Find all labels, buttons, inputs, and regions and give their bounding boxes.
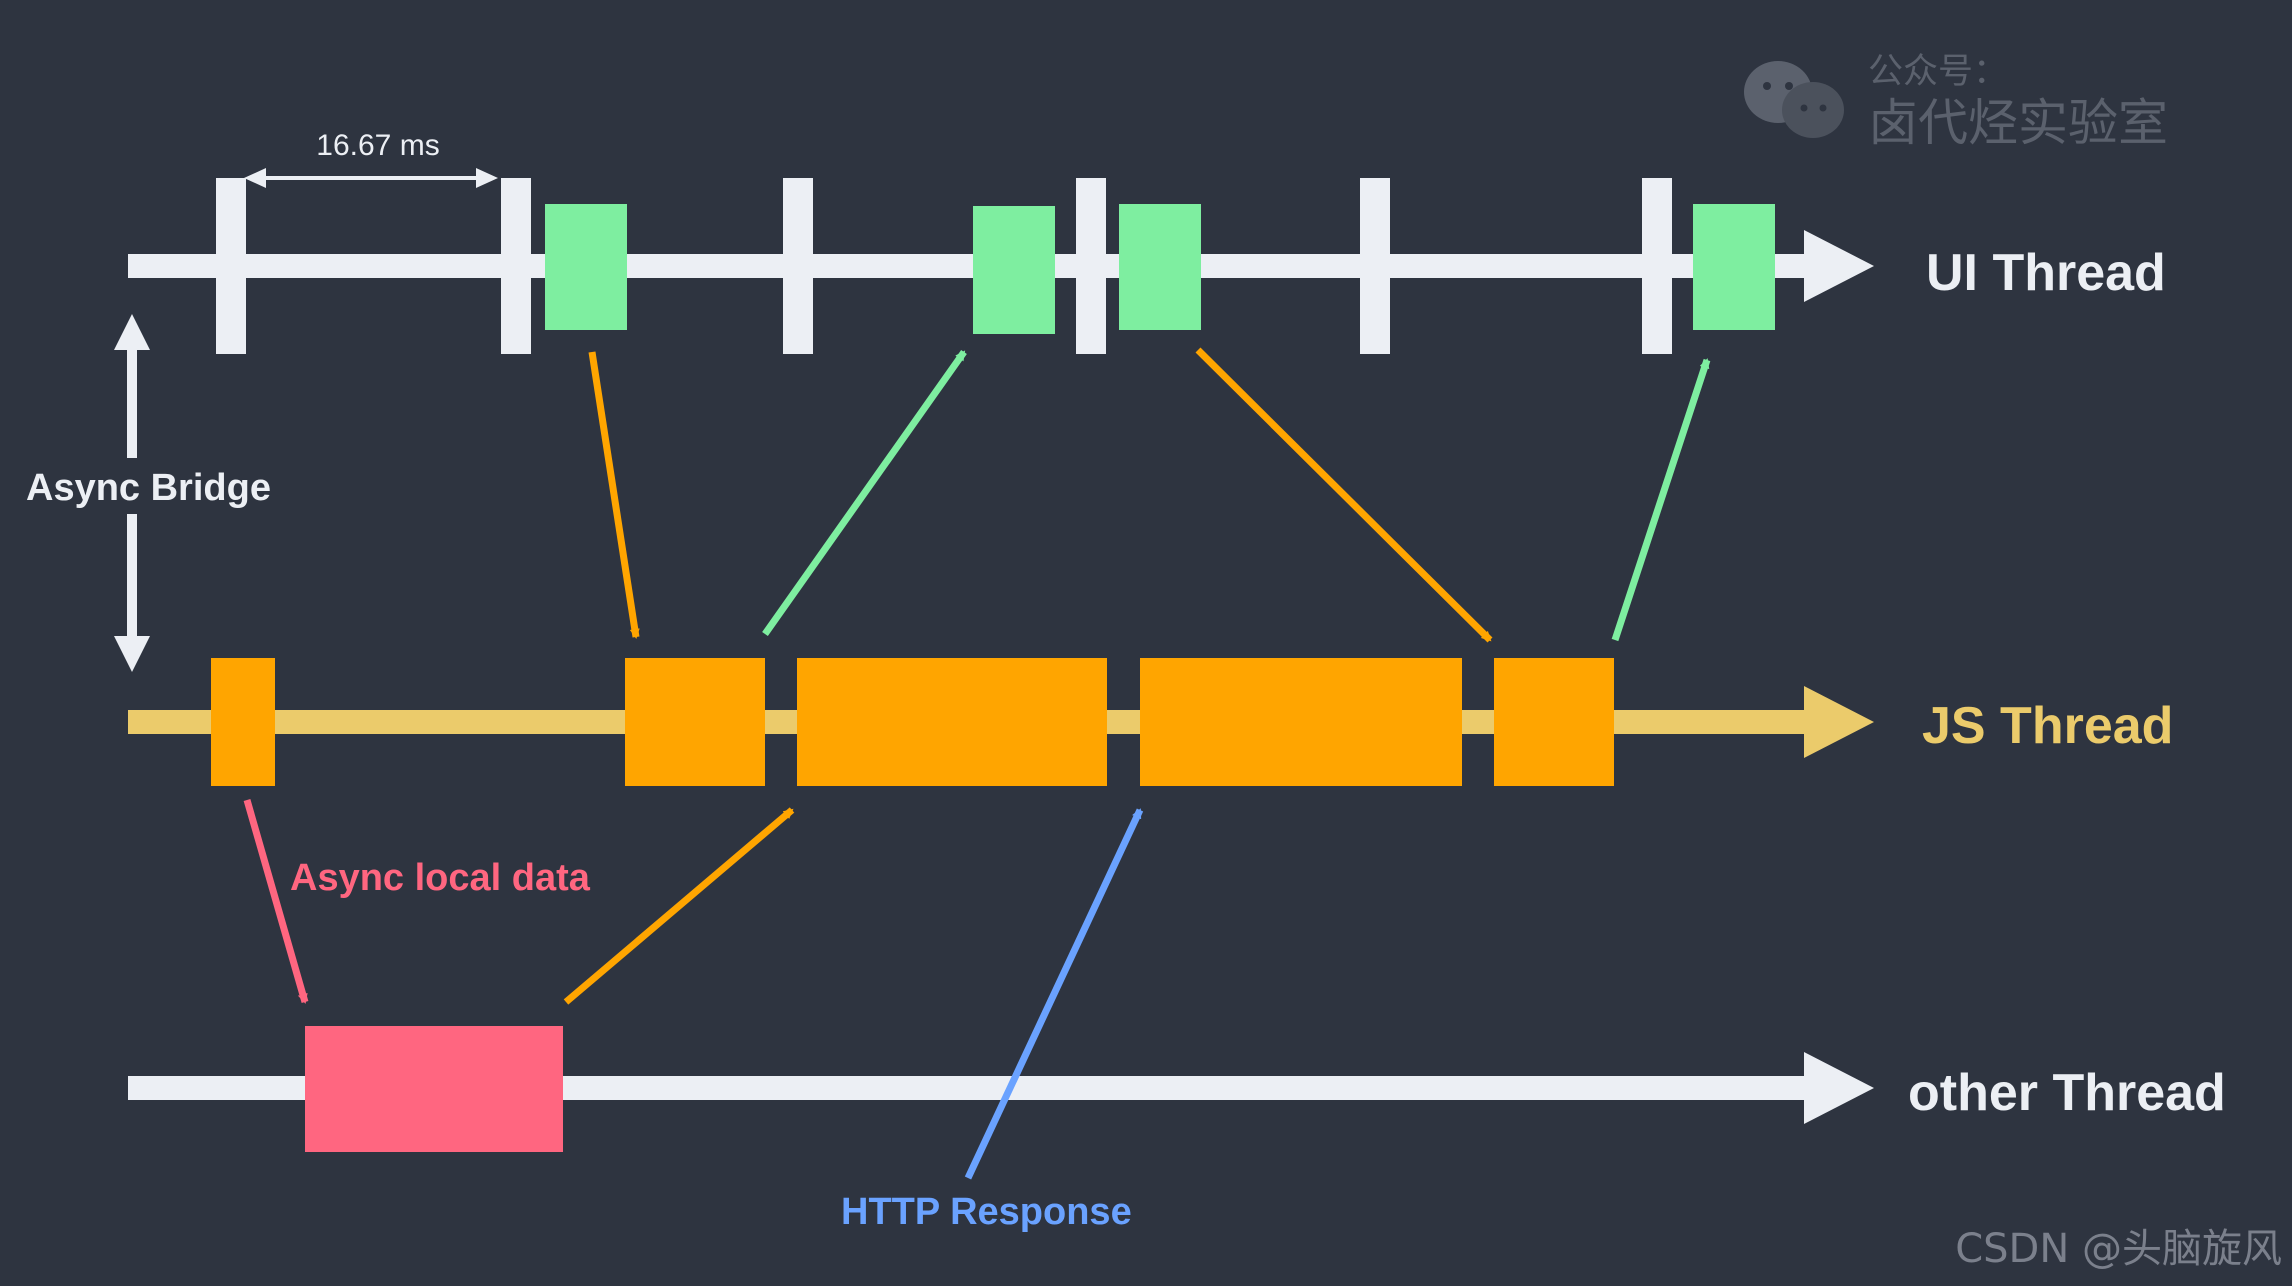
async-local-data-label: Async local data [290,857,591,899]
ui-task [1693,204,1775,330]
http-response-arrow [964,808,1144,1180]
ui-to-js-arrow [588,351,640,639]
frame-tick [1642,178,1672,354]
frame-tick [783,178,813,354]
frame-interval-marker [244,168,498,188]
ui-task [545,204,627,330]
frame-tick [1076,178,1106,354]
async-local-data-arrow [243,799,309,1004]
js-thread-label: JS Thread [1922,697,2173,755]
other-task [305,1026,563,1152]
other-to-js-arrow [563,807,795,1005]
frame-tick [501,178,531,354]
wechat-icon [1744,61,1844,138]
ui-to-js-arrow [1195,347,1493,643]
js-to-ui-arrow [1611,358,1711,642]
js-task [797,658,1107,786]
js-task [625,658,765,786]
ui-task [1119,204,1201,330]
ui-task [973,206,1055,334]
js-task [1494,658,1614,786]
http-response-label: HTTP Response [841,1191,1132,1233]
ui-thread-label: UI Thread [1926,244,2166,302]
ui-thread-timeline [128,230,1874,302]
js-task [211,658,275,786]
watermark-line-1: 公众号： [1868,52,2008,92]
frame-tick [1360,178,1390,354]
async-bridge-label: Async Bridge [26,467,271,509]
js-task [1140,658,1462,786]
other-thread-label: other Thread [1908,1064,2226,1122]
frame-tick [216,178,246,354]
frame-interval-label: 16.67 ms [316,129,439,162]
watermark-line-2: 卤代烃实验室 [1868,94,2168,152]
js-to-ui-arrow [762,349,967,637]
csdn-watermark: CSDN @头脑旋风 [1955,1226,2282,1272]
async-bridge-arrow [114,314,150,672]
